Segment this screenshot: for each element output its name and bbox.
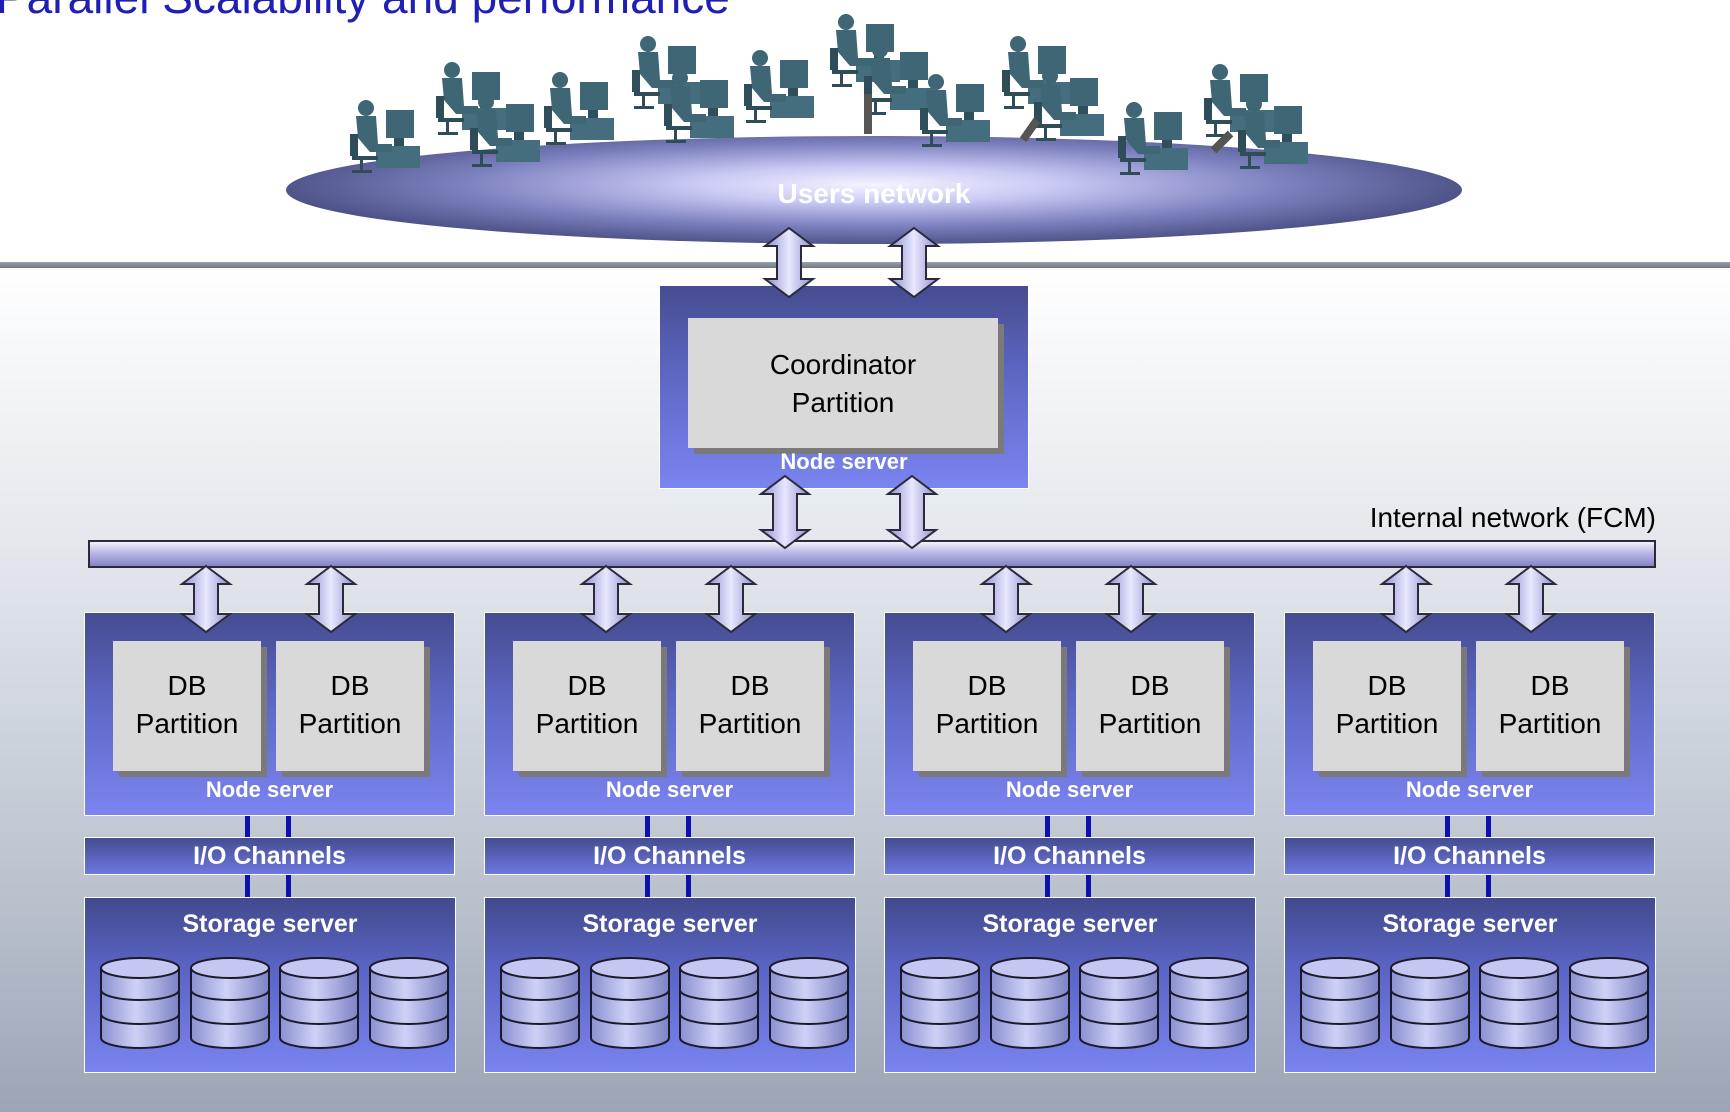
storage-server-label: Storage server bbox=[182, 910, 358, 938]
io-link bbox=[245, 816, 250, 838]
db-partition-line2: Partition bbox=[698, 708, 802, 739]
io-link bbox=[645, 816, 650, 838]
db-partition: DB Partition bbox=[1476, 641, 1624, 771]
io-link bbox=[1086, 875, 1091, 897]
io-link bbox=[1486, 875, 1491, 897]
network-divider bbox=[0, 262, 1730, 268]
io-link bbox=[1445, 816, 1450, 838]
node-server: DB Partition DB Partition Node server bbox=[1284, 612, 1655, 816]
users-network-label: Users network bbox=[777, 178, 971, 209]
node-server: DB Partition DB Partition Node server bbox=[84, 612, 455, 816]
storage-server-label: Storage server bbox=[982, 910, 1158, 938]
db-partition: DB Partition bbox=[513, 641, 661, 771]
db-partition-line2: Partition bbox=[1498, 708, 1602, 739]
db-partition-line2: Partition bbox=[135, 708, 239, 739]
coordinator-node-server: Coordinator Partition Node server bbox=[659, 285, 1029, 489]
internal-network-label: Internal network (FCM) bbox=[1369, 502, 1656, 533]
storage-server: Storage server bbox=[484, 897, 856, 1073]
db-partition-line2: Partition bbox=[1335, 708, 1439, 739]
user-workstation-icon bbox=[1238, 96, 1308, 169]
db-partition-line1: DB bbox=[567, 670, 607, 701]
db-partition-line1: DB bbox=[1130, 670, 1170, 701]
io-link bbox=[286, 816, 291, 838]
cable-icon bbox=[1210, 130, 1234, 154]
node-server-label: Node server bbox=[780, 449, 908, 474]
io-link bbox=[1045, 875, 1050, 897]
storage-server-label: Storage server bbox=[1382, 910, 1558, 938]
io-link bbox=[286, 875, 291, 897]
internal-network-bus bbox=[88, 540, 1656, 568]
db-partition: DB Partition bbox=[1313, 641, 1461, 771]
user-workstation-icon bbox=[632, 36, 702, 109]
db-partition-line1: DB bbox=[167, 670, 207, 701]
db-partition-line2: Partition bbox=[535, 708, 639, 739]
storage-server-label: Storage server bbox=[582, 910, 758, 938]
io-channels: I/O Channels bbox=[1284, 837, 1655, 875]
node-server: DB Partition DB Partition Node server bbox=[884, 612, 1255, 816]
cable-icon bbox=[864, 94, 872, 134]
user-workstation-icon bbox=[350, 100, 420, 173]
io-link bbox=[1086, 816, 1091, 838]
db-partition-line2: Partition bbox=[1098, 708, 1202, 739]
db-partition: DB Partition bbox=[676, 641, 824, 771]
db-partition-line2: Partition bbox=[935, 708, 1039, 739]
db-partition: DB Partition bbox=[1076, 641, 1224, 771]
users-group bbox=[350, 14, 1308, 175]
coordinator-partition-line2: Partition bbox=[791, 387, 895, 418]
user-workstation-icon bbox=[744, 50, 814, 123]
db-partition: DB Partition bbox=[913, 641, 1061, 771]
storage-server: Storage server bbox=[884, 897, 1256, 1073]
user-workstation-icon bbox=[544, 72, 614, 145]
node-server-label: Node server bbox=[1005, 777, 1134, 802]
page-title: Parallel Scalability and performance bbox=[0, 0, 730, 24]
coordinator-partition-line1: Coordinator bbox=[769, 349, 917, 380]
user-workstation-icon bbox=[1002, 36, 1072, 109]
user-workstation-icon bbox=[1034, 68, 1104, 141]
io-link bbox=[686, 875, 691, 897]
io-link bbox=[686, 816, 691, 838]
node-server: DB Partition DB Partition Node server bbox=[484, 612, 855, 816]
io-channels: I/O Channels bbox=[484, 837, 855, 875]
db-partition-line1: DB bbox=[967, 670, 1007, 701]
io-link bbox=[245, 875, 250, 897]
io-link bbox=[645, 875, 650, 897]
db-partition: DB Partition bbox=[276, 641, 424, 771]
db-partition-line2: Partition bbox=[298, 708, 402, 739]
user-workstation-icon bbox=[920, 74, 990, 147]
db-partition-line1: DB bbox=[1530, 670, 1570, 701]
io-link bbox=[1045, 816, 1050, 838]
storage-server: Storage server bbox=[84, 897, 456, 1073]
cable-icon bbox=[1019, 117, 1041, 143]
user-workstation-icon bbox=[1118, 102, 1188, 175]
node-server-label: Node server bbox=[1405, 777, 1534, 802]
storage-server: Storage server bbox=[1284, 897, 1656, 1073]
io-link bbox=[1445, 875, 1450, 897]
db-partition-line1: DB bbox=[1367, 670, 1407, 701]
user-workstation-icon bbox=[664, 70, 734, 143]
node-server-label: Node server bbox=[605, 777, 734, 802]
coordinator-partition: Coordinator Partition bbox=[688, 318, 998, 448]
user-workstation-icon bbox=[470, 94, 540, 167]
io-channels: I/O Channels bbox=[84, 837, 455, 875]
db-partition-line1: DB bbox=[330, 670, 370, 701]
io-channels: I/O Channels bbox=[884, 837, 1255, 875]
db-partition: DB Partition bbox=[113, 641, 261, 771]
node-server-label: Node server bbox=[205, 777, 334, 802]
db-partition-line1: DB bbox=[730, 670, 770, 701]
io-link bbox=[1486, 816, 1491, 838]
